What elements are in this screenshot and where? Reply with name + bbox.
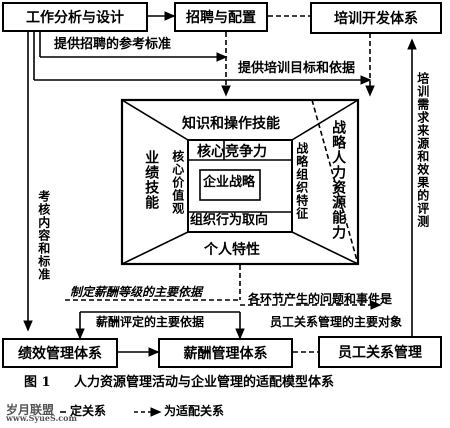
employee-relations-box: 员工关系管理 <box>318 336 442 368</box>
inner-left-label: 核心价值观 <box>170 150 185 215</box>
legend-solid-label: 定关系 <box>70 404 107 418</box>
compensation-box: 薪酬管理体系 <box>158 338 293 368</box>
outer-right-label: 战略人力资源能力 <box>330 120 347 240</box>
label-issues-events: 各环节产生的问题和事件是 <box>248 292 393 306</box>
inner-right-label: 战略组织特征 <box>294 142 309 220</box>
label-training-goals: 提供培训目标和依据 <box>238 61 356 76</box>
outer-top-label: 知识和操作技能 <box>182 116 280 132</box>
job-analysis-box: 工作分析与设计 <box>2 2 148 32</box>
label-relations-object: 员工关系管理的主要对象 <box>270 315 403 329</box>
legend-dashed-label: 为适配关系 <box>164 404 225 418</box>
label-appraisal-content: 考核内容和标准 <box>36 190 51 281</box>
label-training-needs: 培训需求来源和效果的评测 <box>415 72 430 228</box>
recruitment-box: 招聘与配置 <box>174 2 268 32</box>
center-label: 企业战略 <box>203 175 256 190</box>
watermark-url: www.SyueS.com <box>6 413 77 423</box>
figure-title: 人力资源管理活动与企业管理的适配模型体系 <box>74 375 335 390</box>
label-salary-grade: 制定薪酬等级的主要依据 <box>70 285 203 299</box>
figure-number: 图 1 <box>24 375 51 390</box>
outer-bottom-label: 个人特性 <box>204 242 260 258</box>
outer-left-label: 业绩技能 <box>143 150 160 210</box>
training-box: 培训开发体系 <box>310 2 442 34</box>
label-recruit-reference: 提供招聘的参考标准 <box>54 37 172 52</box>
label-salary-review: 薪酬评定的主要依据 <box>96 315 205 329</box>
inner-top-label: 核心竞争力 <box>197 144 267 160</box>
inner-bottom-label: 组织行为取向 <box>190 213 269 228</box>
performance-box: 绩效管理体系 <box>2 338 118 368</box>
watermark-brand: 岁月联盟 <box>6 403 55 417</box>
